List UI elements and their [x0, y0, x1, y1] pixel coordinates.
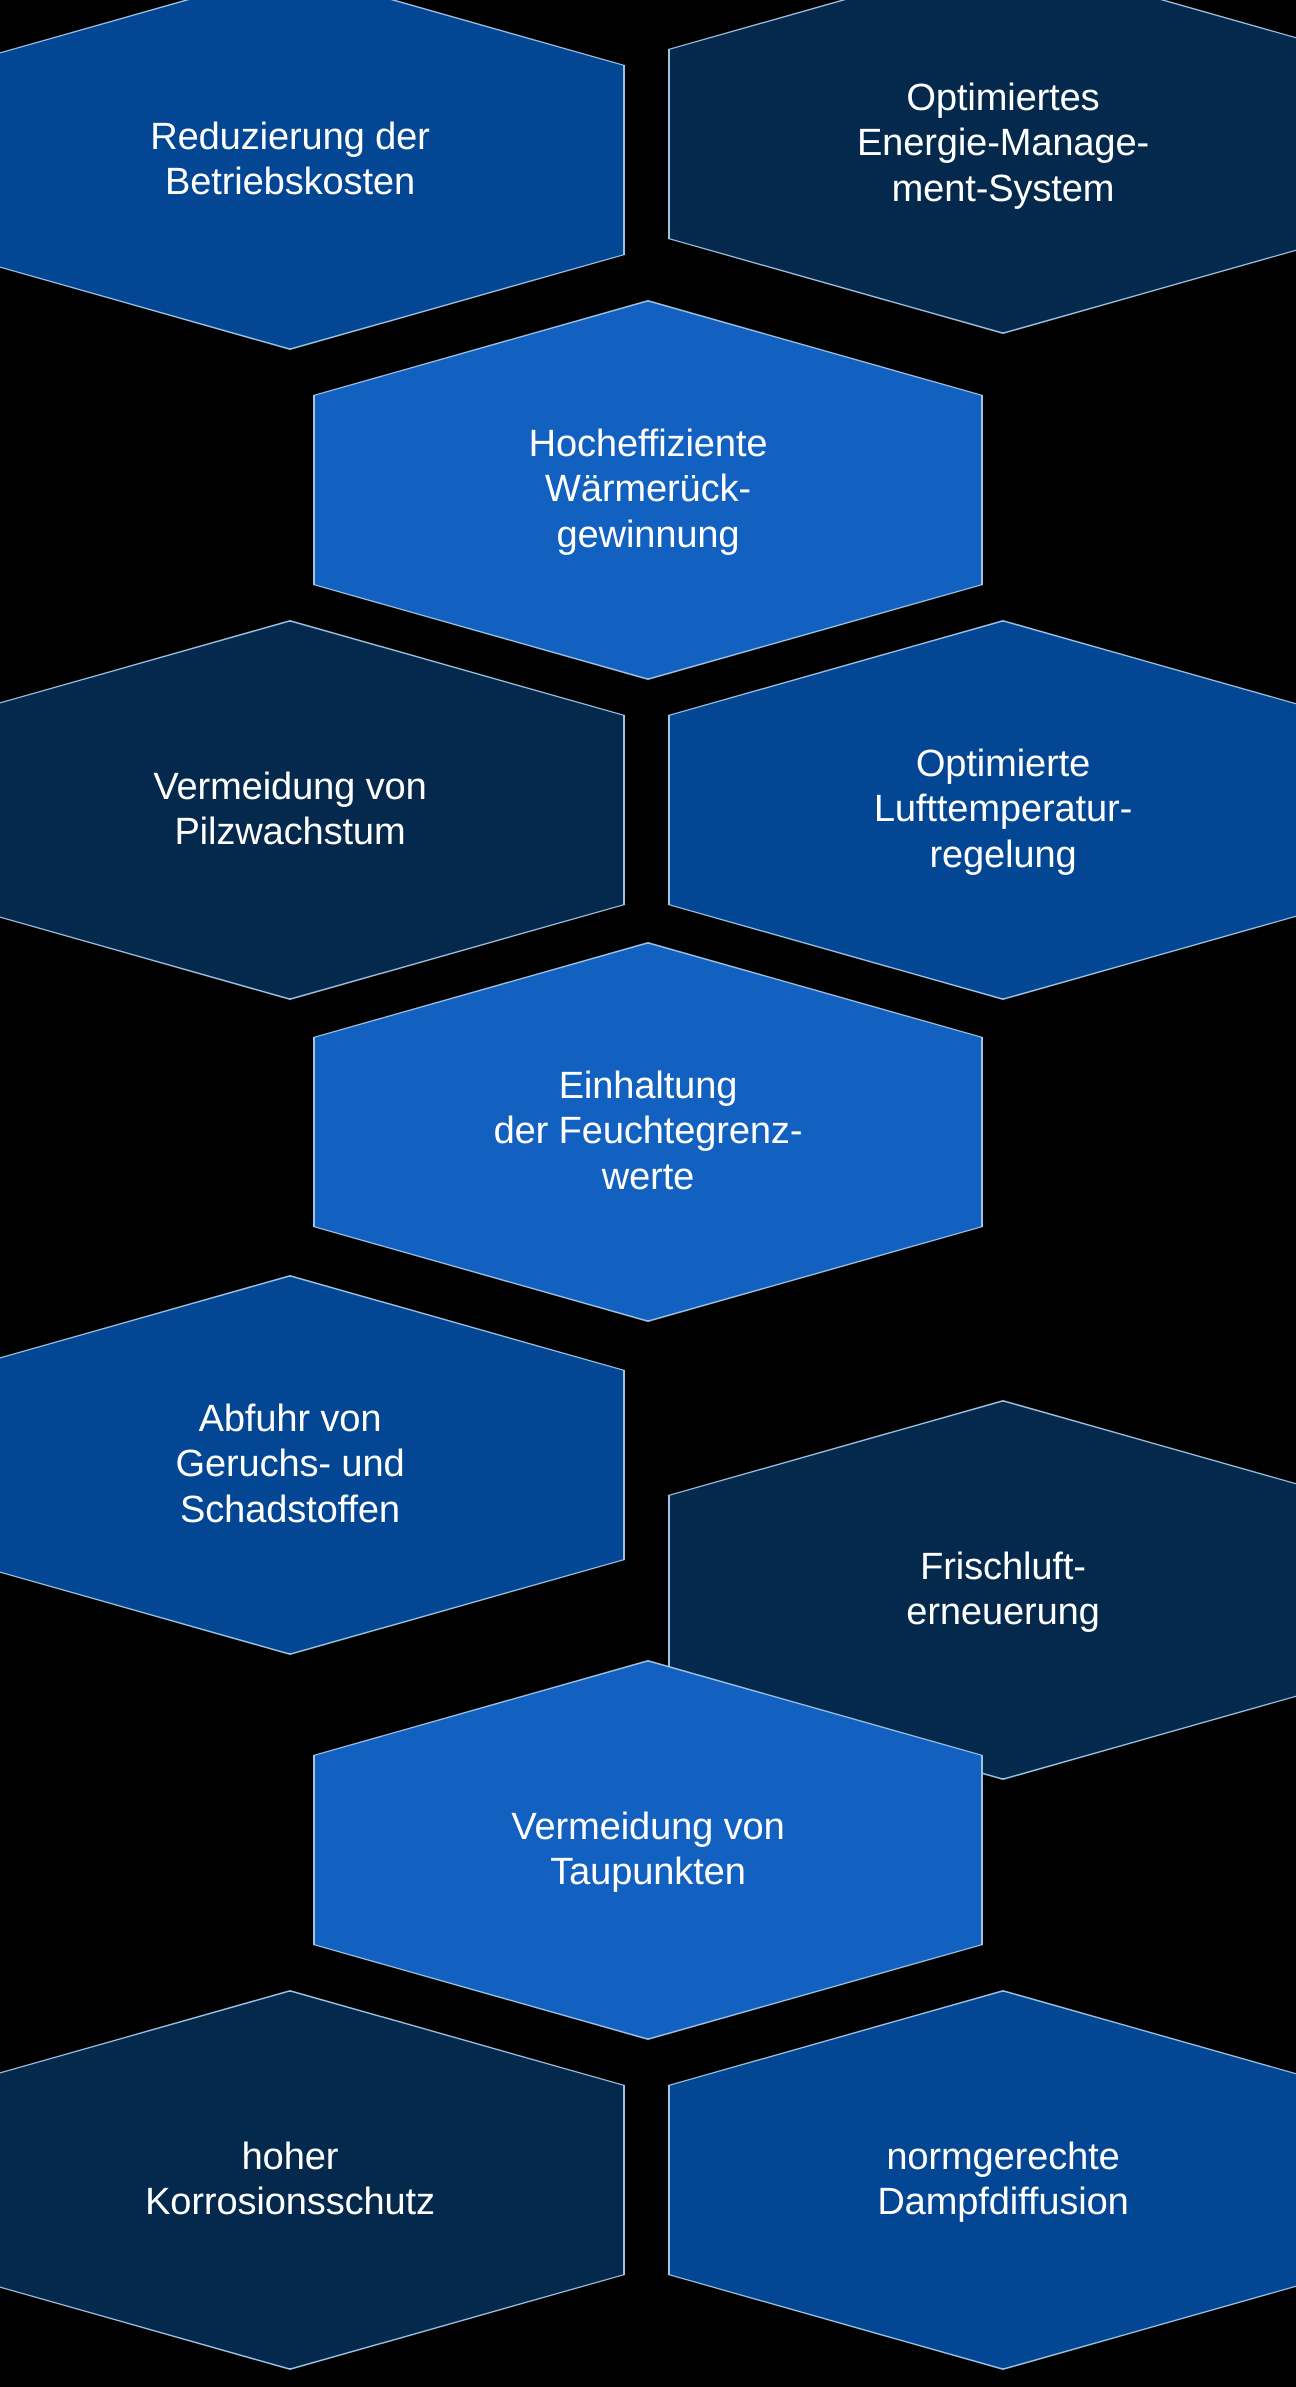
hex-cell-fill: Optimiertes Energie-Manage- ment-System [669, 0, 1296, 333]
hex-cell-label: Hocheffiziente Wärmerück- gewinnung [528, 423, 768, 556]
hex-cell-fill: Vermeidung von Taupunkten [314, 1661, 982, 2039]
hex-cell-hoher-korrosionsschutz: hoher Korrosionsschutz [0, 1990, 625, 2370]
hex-cell-optimiertes-energie-management-system: Optimiertes Energie-Manage- ment-System [668, 0, 1296, 334]
hex-cell-optimierte-lufttemperaturregelung: Optimierte Lufttemperatur- regelung [668, 620, 1296, 1000]
hex-cell-vermeidung-von-taupunkten: Vermeidung von Taupunkten [313, 1660, 983, 2040]
hex-cell-fill: normgerechte Dampfdiffusion [669, 1991, 1296, 2369]
hex-cell-label: hoher Korrosionsschutz [145, 2135, 435, 2223]
hex-cell-fill: Vermeidung von Pilzwachstum [0, 621, 624, 999]
hex-cell-hocheffiziente-waermerueckgewinnung: Hocheffiziente Wärmerück- gewinnung [313, 300, 983, 680]
hex-cell-fill: Einhaltung der Feuchtegrenz- werte [314, 943, 982, 1321]
hex-cell-normgerechte-dampfdiffusion: normgerechte Dampfdiffusion [668, 1990, 1296, 2370]
hex-cell-fill: hoher Korrosionsschutz [0, 1991, 624, 2369]
hex-cell-label: normgerechte Dampfdiffusion [877, 2135, 1129, 2223]
hex-cell-label: Einhaltung der Feuchtegrenz- werte [493, 1065, 803, 1198]
hex-cell-fill: Reduzierung der Betriebskosten [0, 0, 624, 349]
hex-cell-vermeidung-von-pilzwachstum: Vermeidung von Pilzwachstum [0, 620, 625, 1000]
hex-cell-label: Vermeidung von Pilzwachstum [153, 765, 427, 853]
hex-cell-label: Abfuhr von Geruchs- und Schadstoffen [175, 1398, 405, 1531]
hex-cell-label: Frischluft- erneuerung [906, 1545, 1100, 1633]
hex-cell-label: Optimiertes Energie-Manage- ment-System [856, 77, 1150, 210]
hex-cell-label: Vermeidung von Taupunkten [511, 1805, 785, 1893]
hex-cell-fill: Optimierte Lufttemperatur- regelung [669, 621, 1296, 999]
hex-cell-fill: Abfuhr von Geruchs- und Schadstoffen [0, 1276, 624, 1654]
hex-cell-label: Optimierte Lufttemperatur- regelung [873, 743, 1133, 876]
hex-cell-reduzierung-der-betriebskosten: Reduzierung der Betriebskosten [0, 0, 625, 350]
hex-cell-label: Reduzierung der Betriebskosten [150, 115, 430, 203]
hex-cell-abfuhr-von-geruchs-und-schadstoffen: Abfuhr von Geruchs- und Schadstoffen [0, 1275, 625, 1655]
hex-cell-einhaltung-der-feuchtegrenzwerte: Einhaltung der Feuchtegrenz- werte [313, 942, 983, 1322]
hex-cell-fill: Hocheffiziente Wärmerück- gewinnung [314, 301, 982, 679]
